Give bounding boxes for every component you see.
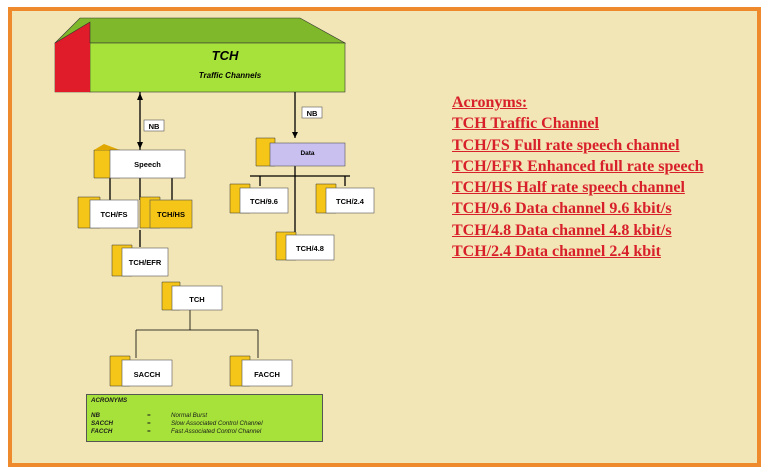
acronyms-heading: Acronyms: <box>452 94 528 111</box>
tch-fs-box-shape <box>77 196 139 229</box>
node-speech: Speech <box>134 160 161 169</box>
legend-eq: = <box>147 412 151 419</box>
node-tch-24: TCH/2.4 <box>336 197 364 206</box>
tch-box-shape <box>161 281 223 311</box>
legend-def: Normal Burst <box>171 412 208 419</box>
nb-label-right: NB <box>306 109 318 118</box>
legend-abbr: NB <box>91 412 100 419</box>
arrowheads <box>137 93 298 149</box>
tch-efr-box-shape <box>111 244 169 277</box>
acronym-item: TCH Traffic Channel <box>452 115 599 133</box>
acronym-item: TCH/HS Half rate speech channel <box>452 179 685 197</box>
connector-lines <box>109 92 350 247</box>
node-sacch: SACCH <box>133 370 161 379</box>
top-block-title: TCH <box>211 48 239 63</box>
acronym-item: TCH/FS Full rate speech channel <box>452 136 680 154</box>
legend-def: Fast Associated Control Channel <box>171 428 262 435</box>
node-tch-efr: TCH/EFR <box>128 258 162 267</box>
nb-label-left: NB <box>148 122 160 131</box>
node-tch: TCH <box>189 295 205 304</box>
acronym-item: TCH/2.4 Data channel 2.4 kbit <box>452 243 661 261</box>
speech-box-shape <box>93 144 186 179</box>
nb-tag-left-shape <box>143 119 165 132</box>
data-box-shape <box>255 137 346 167</box>
node-tch-fs: TCH/FS <box>100 210 128 219</box>
legend-eq: = <box>147 420 151 427</box>
legend-title: ACRONYMS <box>91 397 128 404</box>
legend-def: Slow Associated Control Channel <box>171 420 263 427</box>
node-facch: FACCH <box>254 370 280 379</box>
tch-48-box-shape <box>275 231 335 261</box>
node-tch-48: TCH/4.8 <box>296 244 324 253</box>
node-tch-hs: TCH/HS <box>157 210 185 219</box>
acronym-item: TCH/EFR Enhanced full rate speech <box>452 157 704 175</box>
legend-abbr: FACCH <box>91 428 113 435</box>
facch-box-shape <box>229 355 293 387</box>
node-tch-96: TCH/9.6 <box>250 197 278 206</box>
sacch-box-shape <box>109 355 173 387</box>
acronym-item: TCH/4.8 Data channel 4.8 kbit/s <box>452 221 672 239</box>
nb-tag-right-shape <box>301 106 323 119</box>
tch-96-box-shape <box>229 183 289 214</box>
top-block-subtitle: Traffic Channels <box>198 71 262 80</box>
top-tch-block <box>54 17 347 93</box>
node-data: Data <box>300 150 315 157</box>
tch-24-box-shape <box>315 183 375 214</box>
tch-tree-lines <box>135 310 259 358</box>
legend-box: ACRONYMS NB = Normal Burst SACCH = Slow … <box>86 394 323 442</box>
tch-hs-box-shape <box>139 196 193 229</box>
legend-abbr: SACCH <box>91 420 114 427</box>
legend-eq: = <box>147 428 151 435</box>
acronyms-panel: Acronyms: TCH Traffic Channel TCH/FS Ful… <box>452 92 704 262</box>
acronym-item: TCH/9.6 Data channel 9.6 kbit/s <box>452 200 672 218</box>
